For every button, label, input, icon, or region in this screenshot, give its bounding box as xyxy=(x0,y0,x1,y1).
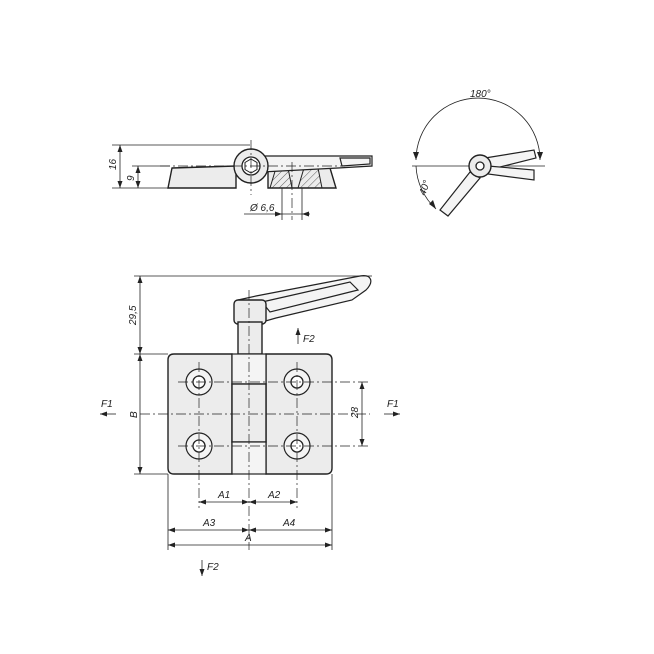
dim-label-16: 16 xyxy=(108,158,119,170)
angle-label-40: 40° xyxy=(417,179,433,197)
arrow-icon xyxy=(429,200,436,209)
arrow-icon xyxy=(413,152,419,160)
force-label-F1-left: F1 xyxy=(101,399,113,410)
arrow-down-icon xyxy=(199,569,205,576)
arrow-icon xyxy=(249,527,256,533)
arrow-icon xyxy=(242,499,249,505)
dim-label-B: B xyxy=(129,411,140,418)
dim-label-A1: A1 xyxy=(217,490,230,501)
force-label-F2-bottom: F2 xyxy=(207,562,219,573)
arrow-icon xyxy=(242,527,249,533)
arrow-right-icon xyxy=(393,411,400,417)
arrow-icon xyxy=(168,527,175,533)
arrow-up-icon xyxy=(295,328,301,335)
force-label-F2-top: F2 xyxy=(303,334,315,345)
arrow-icon xyxy=(137,276,143,283)
arrow-icon xyxy=(359,439,365,446)
arrow-icon xyxy=(137,347,143,354)
dim-label-A: A xyxy=(244,533,252,544)
arrow-icon xyxy=(359,382,365,389)
arrow-icon xyxy=(137,467,143,474)
arrow-icon xyxy=(275,211,282,217)
arrow-icon xyxy=(325,542,332,548)
front-view: 29,5 B 28 A1 A2 A3 A4 A xyxy=(100,275,400,576)
dim-label-28: 28 xyxy=(350,406,361,419)
arrow-icon xyxy=(537,152,543,160)
angle-view: 180° 40° xyxy=(412,89,545,217)
dim-label-A2: A2 xyxy=(267,490,281,501)
side-view-base-plate xyxy=(167,165,237,189)
arrow-icon xyxy=(135,166,141,173)
arrow-icon xyxy=(325,527,332,533)
clamp-shaft xyxy=(237,321,263,355)
arrow-left-icon xyxy=(100,411,107,417)
arrow-icon xyxy=(137,354,143,361)
arrow-icon xyxy=(199,499,206,505)
dim-label-A4: A4 xyxy=(282,518,296,529)
arc-180 xyxy=(415,97,541,161)
arrow-icon xyxy=(135,181,141,188)
arrow-icon xyxy=(168,542,175,548)
angle-view-lever-rotated xyxy=(439,171,481,217)
force-label-F1-right: F1 xyxy=(387,399,399,410)
side-view: 16 9 Ø 6,6 xyxy=(108,140,373,220)
angle-label-180: 180° xyxy=(470,89,491,100)
arrow-icon xyxy=(302,211,309,217)
angle-view-plate xyxy=(487,165,535,181)
dim-label-9: 9 xyxy=(126,175,137,181)
side-view-lever-grip xyxy=(339,157,371,167)
arrow-icon xyxy=(117,145,123,152)
arrow-icon xyxy=(117,181,123,188)
angle-view-pivot-hole xyxy=(475,161,485,171)
arrow-icon xyxy=(290,499,297,505)
dim-label-295: 29,5 xyxy=(128,305,139,326)
front-view-lever-grip xyxy=(260,281,360,313)
clamp-head xyxy=(233,299,267,325)
arrow-icon xyxy=(249,499,256,505)
dim-label-A3: A3 xyxy=(202,518,216,529)
dim-label-66: Ø 6,6 xyxy=(249,203,275,214)
